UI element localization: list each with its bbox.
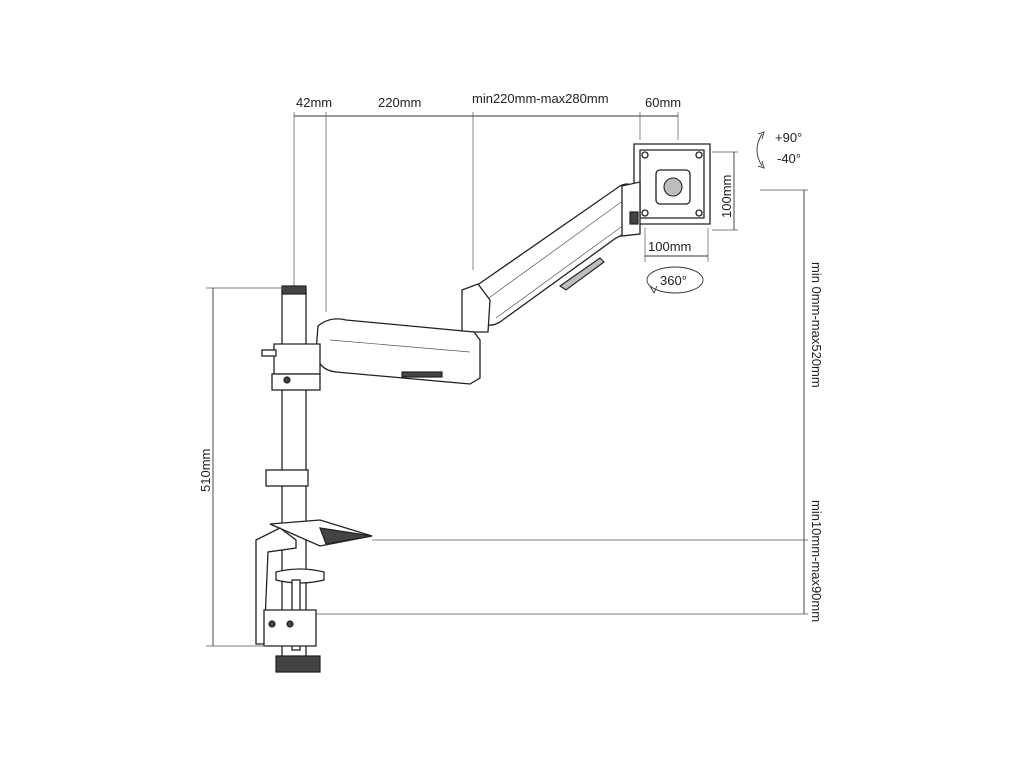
tilt-arrow-icon xyxy=(756,131,765,169)
second-arm-range-label: min220mm-max280mm xyxy=(472,91,609,106)
vesa-width-label: 100mm xyxy=(648,239,691,254)
vesa-dimension-lines xyxy=(644,151,738,262)
height-range-label: min 0mm-max520mm xyxy=(809,262,824,388)
desk-thickness-label: min10mm-max90mm xyxy=(809,500,824,622)
desk-clamp xyxy=(255,519,373,673)
rotation-label: 360° xyxy=(660,273,687,288)
pole-height-label: 510mm xyxy=(198,449,213,492)
pole-height-dimension xyxy=(206,287,284,647)
first-arm-length-label: 220mm xyxy=(378,95,421,110)
head-offset-label: 60mm xyxy=(645,95,681,110)
height-dimension-lines xyxy=(316,189,808,615)
top-dimension-lines xyxy=(293,112,679,312)
pole-offset-label: 42mm xyxy=(296,95,332,110)
vesa-height-label: 100mm xyxy=(719,175,734,218)
tilt-head xyxy=(621,181,641,237)
lower-arm xyxy=(315,318,481,385)
tilt-up-label: +90° xyxy=(775,130,802,145)
rotation-arrow-icon xyxy=(646,266,704,295)
elbow-joint xyxy=(461,283,491,333)
tilt-down-label: -40° xyxy=(777,151,801,166)
vesa-plate xyxy=(633,143,711,225)
upper-arm xyxy=(475,183,635,326)
